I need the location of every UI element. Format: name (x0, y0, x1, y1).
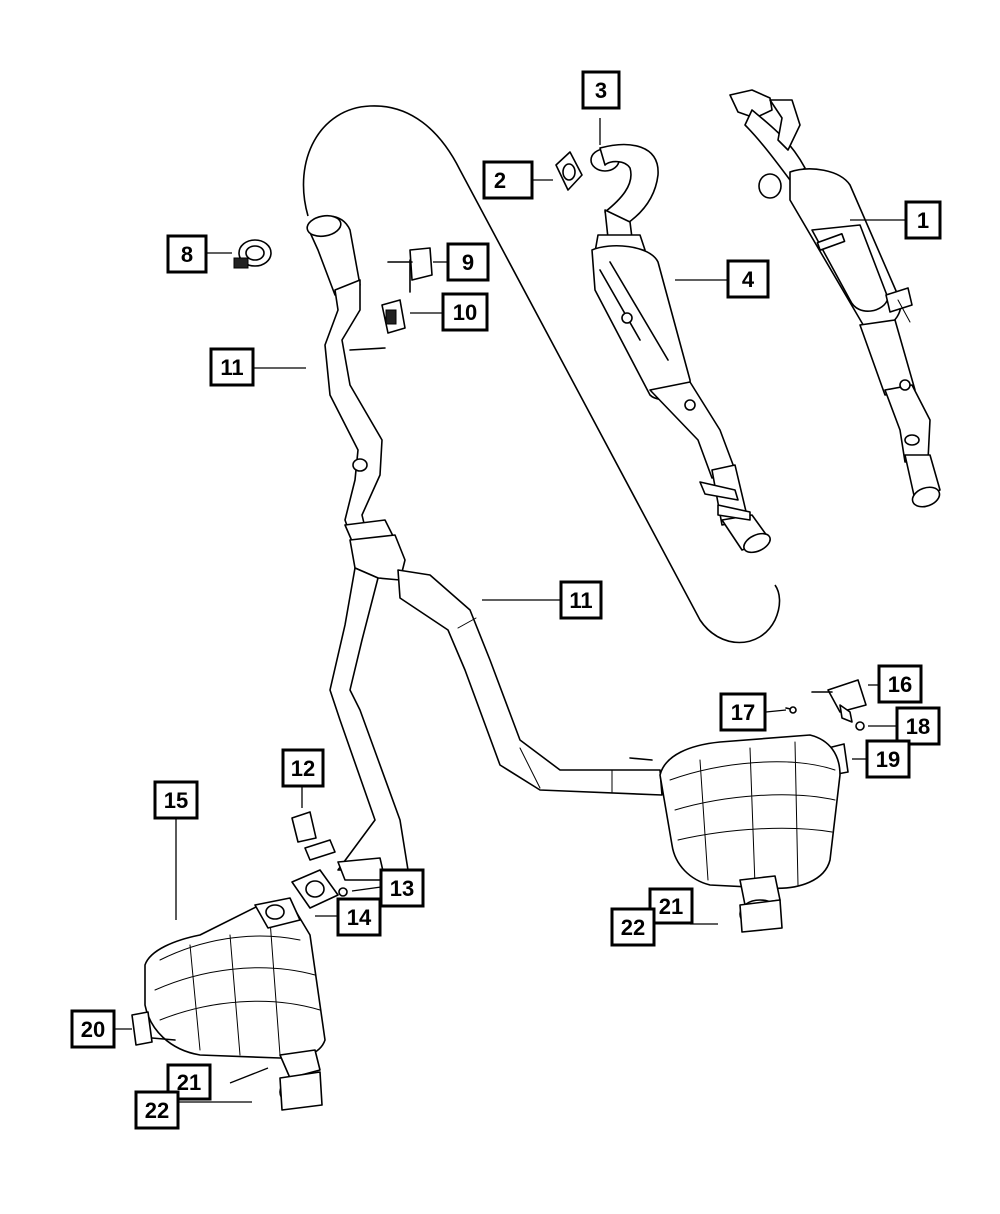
callout-label: 17 (731, 700, 755, 725)
muffler-right (629, 734, 841, 933)
callout-1: 1 (904, 200, 942, 240)
callout-18: 18 (895, 706, 941, 746)
callout-label: 11 (569, 588, 592, 613)
gasket-2 (555, 151, 583, 191)
callout-21-right: 21 (648, 887, 694, 925)
callout-label: 22 (145, 1098, 169, 1123)
callout-9: 9 (446, 242, 490, 282)
callout-11-upper: 11 (209, 347, 255, 387)
nut-18 (855, 721, 865, 731)
callout-19: 20 (70, 1009, 116, 1049)
callout-label: 9 (462, 250, 474, 275)
callout-20: 19 (865, 739, 911, 779)
callout-label: 10 (453, 300, 477, 325)
callout-12: 12 (281, 748, 325, 788)
callout-13: 13 (379, 868, 425, 908)
clamp-8 (233, 239, 272, 269)
callout-11-lower: 11 (559, 580, 603, 620)
callout-label: 18 (906, 714, 930, 739)
callout-label: 16 (888, 672, 912, 697)
callout-label: 3 (595, 78, 607, 103)
callout-16: 16 (877, 664, 923, 704)
callout-label: 19 (876, 747, 900, 772)
group-enclosure-loop (302, 105, 781, 644)
callout-17: 17 (719, 692, 767, 732)
callout-14: 14 (336, 897, 382, 937)
callout-label: 15 (164, 788, 188, 813)
callout-label: 21 (659, 894, 683, 919)
callout-8: 8 (166, 234, 208, 274)
catalytic-converter-1 (729, 89, 941, 508)
isolator-12 (291, 811, 317, 843)
callout-label: 22 (621, 915, 645, 940)
intermediate-pipe-11 (306, 214, 663, 881)
callout-15: 15 (153, 780, 199, 820)
callout-3: 3 (581, 70, 621, 110)
muffler-left-15 (144, 897, 326, 1111)
callout-label: 13 (390, 876, 414, 901)
callout-label: 4 (742, 267, 755, 292)
callout-label: 12 (291, 756, 315, 781)
callout-label: 20 (81, 1017, 105, 1042)
callout-label: 21 (177, 1070, 201, 1095)
callout-label: 11 (220, 355, 243, 380)
callout-22-right: 22 (610, 907, 656, 947)
leader-lines (114, 118, 905, 1103)
bolt-17 (785, 706, 797, 714)
hanger-13 (304, 839, 348, 897)
callout-label: 14 (347, 905, 372, 930)
isolator-10 (381, 299, 406, 334)
hanger-bracket-9 (387, 247, 433, 293)
isolator-19 (131, 1011, 176, 1046)
hanger-bracket-16 (811, 679, 867, 723)
callout-4: 4 (726, 259, 770, 299)
gasket-14 (291, 869, 339, 909)
callout-10: 10 (441, 292, 489, 332)
callout-label: 1 (917, 208, 929, 233)
catalytic-converter-4 (590, 143, 771, 554)
callout-22-left: 22 (134, 1090, 180, 1130)
callout-2: 2 (482, 160, 534, 200)
callout-label: 2 (494, 168, 506, 193)
callout-label: 8 (181, 242, 193, 267)
